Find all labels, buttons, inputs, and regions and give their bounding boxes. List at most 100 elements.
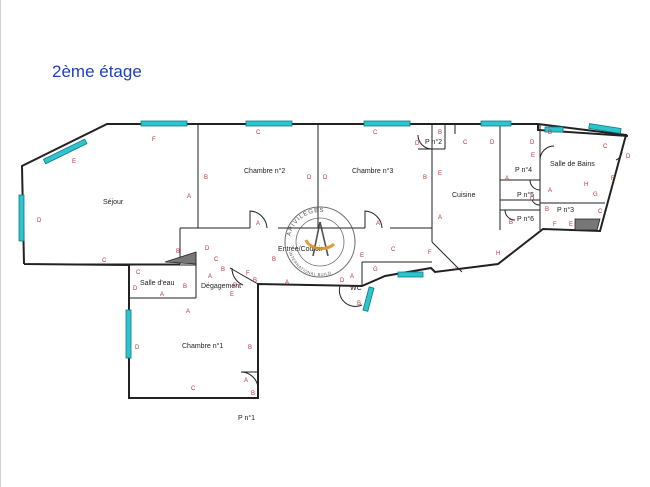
wall-letter: F: [553, 222, 557, 228]
wall-letter: B: [272, 257, 276, 263]
window-sdb-a: [544, 126, 564, 133]
door-chambre1: [240, 371, 259, 390]
page-title: 2ème étage: [52, 62, 142, 81]
compass-icon: [312, 221, 329, 257]
wall-letter: B: [438, 130, 442, 136]
room-pn3: P n°3: [557, 206, 574, 214]
door-wc: [338, 285, 363, 307]
wall-letter: E: [531, 153, 535, 159]
wall-letter: A: [376, 221, 380, 227]
room-wc: WC: [350, 285, 362, 292]
wall-letter: A: [285, 280, 289, 286]
wall-letter: A: [256, 221, 260, 227]
wall-letter: B: [423, 175, 427, 181]
hatched-duct-salle-eau: [164, 251, 197, 265]
wall-letter: G: [593, 192, 598, 198]
wall-letter: H: [584, 182, 588, 188]
wall-letter: C: [463, 140, 468, 146]
room-degagement: Dégagement: [201, 283, 241, 290]
wall-letter: B: [183, 284, 187, 290]
wall-letter: A: [208, 274, 212, 280]
wall-letter: F: [611, 176, 615, 182]
window-sdb-b: [588, 123, 622, 134]
outer-wall-right: [537, 124, 629, 137]
door-placard2: [417, 134, 433, 150]
window-wc: [362, 286, 375, 312]
wall-reference-letters: F E D C B A C B D A C D B A B C D E A H …: [37, 130, 631, 397]
wall-letter: A: [160, 292, 164, 298]
room-chambre2: Chambre n°2: [244, 167, 285, 175]
wall-letter: I: [455, 266, 457, 272]
room-pn4: P n°4: [515, 166, 532, 174]
wall-letter: B: [248, 345, 252, 351]
window-sejour-west: [18, 194, 25, 242]
wall-letter: B: [221, 267, 225, 273]
wall-letter: D: [37, 218, 42, 224]
room-sejour: Séjour: [103, 199, 124, 206]
door-chambre3: [364, 210, 383, 229]
wall-letter: A: [187, 194, 191, 200]
wall-letter: C: [214, 257, 219, 263]
wall-letter: A: [505, 176, 509, 182]
wall-letter: A: [186, 309, 190, 315]
wall-letter: D: [415, 141, 420, 147]
window-chambre2: [245, 120, 293, 127]
wall-letter: C: [603, 144, 608, 150]
outer-wall-left: [20, 123, 628, 399]
wall-degagement: [229, 267, 259, 285]
wall-letter: B: [357, 301, 361, 307]
room-salle-eau: Salle d'eau: [140, 280, 175, 287]
wall-letter: H: [496, 251, 500, 257]
wall-letter: D: [135, 345, 140, 351]
wall-letter: B: [509, 220, 513, 226]
wall-letter: D: [307, 175, 312, 181]
wall-letter: B: [204, 175, 208, 181]
room-cuisine: Cuisine: [452, 192, 475, 199]
window-sejour: [140, 120, 188, 127]
wall-letter: D: [490, 140, 495, 146]
room-pn6: P n°6: [517, 215, 534, 223]
room-salle-bains: Salle de Bains: [550, 161, 595, 168]
door-salle-bains: [539, 145, 555, 161]
wall-letter: E: [72, 159, 76, 165]
wall-letter: F: [246, 271, 250, 277]
door-p6: [504, 209, 516, 221]
wall-letter: D: [133, 286, 138, 292]
door-degagement: [231, 267, 244, 286]
wall-letter: E: [438, 171, 442, 177]
wall-letter: D: [530, 196, 535, 202]
window-sejour-diag: [42, 138, 88, 165]
door-p4: [529, 179, 541, 191]
wall-letter: F: [152, 137, 156, 143]
window-cuisine: [480, 120, 512, 127]
wall-letter: D: [233, 283, 238, 289]
wall-letter: C: [598, 209, 603, 215]
window-wc-north: [397, 271, 424, 278]
wall-letter: A: [548, 188, 552, 194]
window-chambre3: [363, 120, 411, 127]
room-chambre3: Chambre n°3: [352, 167, 393, 175]
wall-letter: B: [251, 391, 255, 397]
window-chambre1: [125, 309, 132, 359]
wall-letter: D: [626, 154, 631, 160]
wall-letter: F: [428, 250, 432, 256]
wall-cuisine-angle: [431, 241, 463, 273]
wall-letter: E: [569, 222, 573, 228]
room-chambre1: Chambre n°1: [182, 342, 223, 350]
door-salle-bains-b: [615, 149, 623, 161]
room-pn1: P n°1: [238, 414, 255, 422]
wall-letter: D: [530, 140, 535, 146]
door-p5: [531, 199, 541, 206]
wall-letter: D: [340, 278, 345, 284]
room-pn2: P n°2: [425, 138, 442, 146]
wall-letter: B: [545, 207, 549, 213]
wall-letter: C: [391, 247, 396, 253]
wall-letter: A: [438, 215, 442, 221]
wall-letter: E: [230, 292, 234, 298]
wall-letter: C: [136, 270, 141, 276]
wall-letter: C: [191, 386, 196, 392]
watermark-stamp: ARIVILEGES INTERNATIONAL BUILD: [284, 206, 356, 278]
wall-letter: E: [360, 253, 364, 259]
room-entree: Entrée/Couloir: [278, 246, 323, 253]
